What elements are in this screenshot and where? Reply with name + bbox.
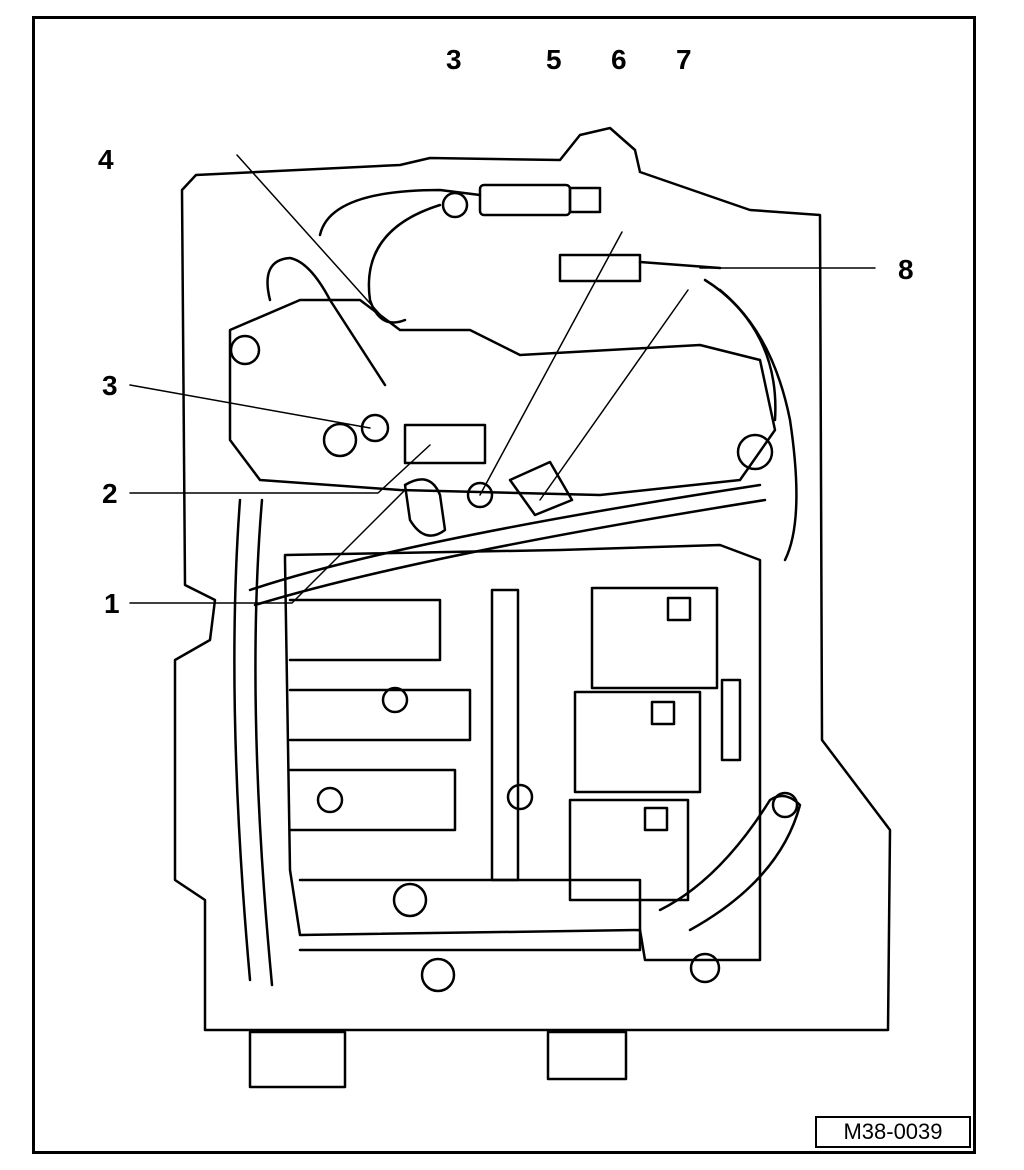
left-wire-b: [254, 498, 274, 987]
left-wire-a: [233, 498, 252, 982]
solenoid-plug-3: [643, 806, 669, 832]
bolt-lower-1: [381, 686, 409, 714]
callout-1: 1: [104, 588, 120, 619]
right-connector: [720, 678, 742, 762]
connector-top: [568, 186, 602, 214]
top-wire: [318, 188, 482, 237]
spool-3: [288, 768, 457, 832]
solenoid-block-1: [590, 586, 719, 690]
sensor-wire-right: [638, 260, 722, 270]
leader-3-left: [129, 384, 371, 429]
bolt-center: [466, 481, 494, 509]
diagram-frame: [32, 16, 976, 1154]
solenoid-block-2: [573, 690, 702, 794]
spool-2: [288, 688, 472, 742]
callout-5: 5: [546, 44, 562, 75]
bolt-left-1: [229, 334, 261, 366]
housing-outline: [173, 126, 892, 1032]
callout-3-left: 3: [102, 370, 118, 401]
reference-code-box: M38-0039: [815, 1116, 971, 1148]
leader-2: [129, 444, 431, 494]
callout-4: 4: [98, 144, 114, 175]
callout-2: 2: [102, 478, 118, 509]
callout-3-top: 3: [446, 44, 462, 75]
solenoid-plug-2: [650, 700, 676, 726]
reference-code: M38-0039: [843, 1119, 943, 1144]
bolt-lower-2: [316, 786, 344, 814]
valve-body-inner: [283, 543, 762, 962]
leader-6: [479, 231, 623, 496]
solenoid-plug-1: [666, 596, 692, 622]
callout-8: 8: [898, 254, 914, 285]
mount-block-right: [546, 1030, 628, 1081]
bolt-lower-6: [506, 783, 534, 811]
upper-plate: [228, 298, 777, 497]
ring-3: [360, 413, 390, 443]
pipe-bolt: [771, 791, 799, 819]
channel-vertical: [490, 588, 520, 882]
connector-7: [508, 460, 574, 517]
mount-block-left: [248, 1030, 347, 1089]
left-tube: [266, 256, 387, 387]
bolt-lower-4: [420, 957, 456, 993]
lower-right-pipe: [658, 794, 802, 932]
callout-6: 6: [611, 44, 627, 75]
bolt-top: [441, 191, 469, 219]
bolt-left-2: [322, 422, 358, 458]
spool-4: [298, 878, 642, 952]
callout-7: 7: [676, 44, 692, 75]
leader-7: [539, 289, 689, 501]
bolt-right: [736, 433, 774, 471]
leader-1: [129, 489, 406, 604]
right-tube-2: [718, 288, 777, 422]
plug-1: [403, 478, 447, 537]
solenoid-block-3: [568, 798, 690, 902]
harness-upper: [248, 483, 762, 592]
bolt-lower-3: [392, 882, 428, 918]
top-wire-2: [367, 203, 442, 324]
sensor-right: [558, 253, 642, 283]
solenoid-top: [478, 183, 572, 217]
spool-1: [288, 598, 442, 662]
bolt-lower-5: [689, 952, 721, 984]
solenoid-center: [403, 423, 487, 465]
leader-4: [236, 154, 386, 321]
